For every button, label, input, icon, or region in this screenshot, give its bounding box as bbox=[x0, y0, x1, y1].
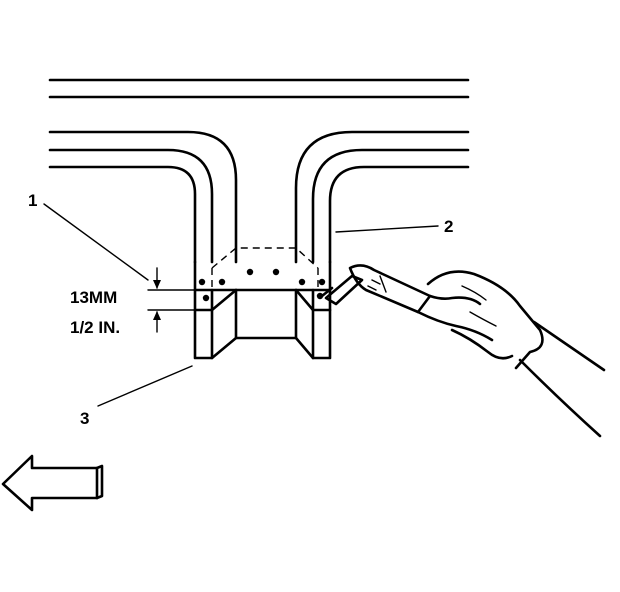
callout-2: 2 bbox=[444, 217, 453, 236]
weld-hole bbox=[202, 294, 210, 302]
replacement-section bbox=[193, 260, 332, 360]
dimension-imperial: 1/2 IN. bbox=[70, 318, 120, 337]
dimension-marker bbox=[147, 267, 196, 333]
right-frame-member bbox=[294, 130, 470, 264]
left-frame-member bbox=[48, 130, 238, 264]
weld-hole bbox=[246, 268, 254, 276]
callout-3: 3 bbox=[80, 409, 89, 428]
weld-hole bbox=[218, 278, 226, 286]
plug-weld-holes bbox=[198, 268, 326, 302]
weld-hole bbox=[272, 268, 280, 276]
weld-hole bbox=[298, 278, 306, 286]
callout-2-leader bbox=[335, 225, 439, 233]
callout-1: 1 bbox=[28, 191, 37, 210]
mig-welding-torch-icon bbox=[320, 264, 432, 314]
weld-hole bbox=[316, 292, 324, 300]
gloved-hand-icon bbox=[416, 270, 606, 438]
left-arrow-icon bbox=[1, 454, 104, 512]
callout-3-leader bbox=[97, 365, 193, 407]
weld-hole bbox=[318, 278, 326, 286]
dimension-metric: 13MM bbox=[70, 288, 117, 307]
hidden-insert-outline bbox=[211, 247, 319, 290]
top-rail bbox=[48, 78, 470, 99]
weld-hole bbox=[198, 278, 206, 286]
callout-1-leader bbox=[43, 203, 149, 281]
